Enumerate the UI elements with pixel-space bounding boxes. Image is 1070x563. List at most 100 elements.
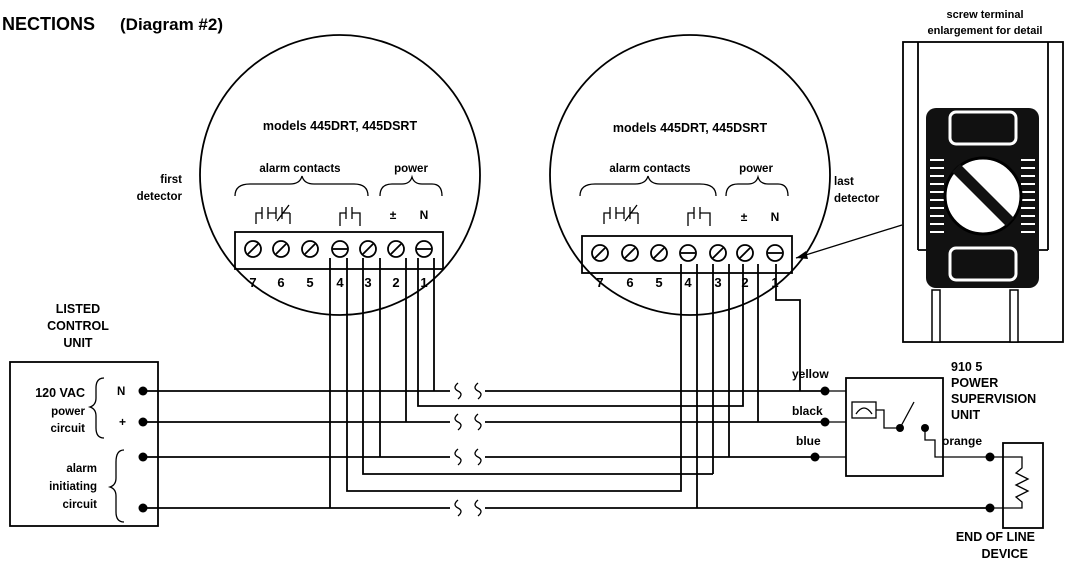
first-terminal-number-6: 6 bbox=[277, 275, 284, 290]
last-terminal-slot-2 bbox=[739, 247, 751, 259]
last-detector-label-line2: detector bbox=[834, 193, 880, 205]
last-terminal-slot-5 bbox=[653, 247, 665, 259]
first-contact-symbol-b bbox=[339, 207, 361, 226]
power-circuit-label-2: power bbox=[51, 406, 85, 418]
enlargement-wire-right bbox=[1009, 289, 1019, 343]
first-terminal-block bbox=[234, 231, 444, 270]
relay-coil-curve bbox=[855, 407, 873, 415]
first-terminal-number-4: 4 bbox=[336, 275, 344, 290]
last-contact-symbol-a bbox=[603, 204, 639, 224]
first-contact-symbol-a bbox=[255, 204, 291, 224]
last-detector-models: models 445DRT, 445DSRT bbox=[613, 121, 768, 135]
last-detector-outline bbox=[549, 34, 831, 316]
first-plus-minus: ± bbox=[390, 208, 397, 222]
end-of-line-label-2: DEVICE bbox=[981, 547, 1028, 561]
diagram-number: (Diagram #2) bbox=[120, 15, 223, 34]
last-power-label: power bbox=[739, 163, 773, 175]
wire-label-black: black bbox=[792, 404, 823, 418]
last-terminal-screws bbox=[591, 244, 784, 262]
control-unit-title-line2: CONTROL bbox=[47, 319, 109, 333]
first-terminal-slot-6 bbox=[275, 243, 287, 255]
last-t2-drop-outer bbox=[485, 264, 744, 407]
first-terminal-number-3: 3 bbox=[364, 275, 371, 290]
first-power-brace bbox=[379, 174, 443, 197]
first-terminal-numbers: 7 6 5 4 3 2 1 bbox=[249, 275, 427, 290]
first-detector-outline bbox=[199, 34, 481, 316]
last-plus-minus: ± bbox=[741, 210, 748, 224]
alarm-circuit-brace bbox=[107, 449, 125, 523]
last-terminal-number-2: 2 bbox=[741, 275, 748, 290]
last-t4-drop-outer bbox=[485, 264, 682, 492]
supervision-input-leads bbox=[815, 390, 846, 458]
first-terminal-screws bbox=[244, 240, 433, 258]
enlargement-pointer-line bbox=[795, 224, 903, 259]
wire-label-orange: orange bbox=[942, 434, 982, 448]
end-of-line-resistor bbox=[990, 456, 1030, 509]
last-terminal-number-3: 3 bbox=[714, 275, 721, 290]
control-unit-title-line1: LISTED bbox=[56, 302, 100, 316]
last-t1-drop bbox=[775, 264, 801, 391]
screw-terminal-caption-line2: enlargement for detail bbox=[928, 25, 1043, 37]
orange-lead bbox=[924, 428, 990, 458]
screw-terminal-caption-line1: screw terminal bbox=[946, 9, 1023, 21]
end-of-line-box bbox=[1002, 442, 1044, 529]
enlargement-upper-clamp bbox=[948, 110, 1018, 146]
last-terminal-number-6: 6 bbox=[626, 275, 633, 290]
enlargement-pointer-arrowhead bbox=[796, 251, 808, 259]
wire-break-marks bbox=[454, 382, 482, 517]
first-t2-drop-inner bbox=[417, 258, 485, 407]
last-terminal-slot-3 bbox=[712, 247, 724, 259]
enlargement-lower-clamp bbox=[948, 246, 1018, 282]
last-alarm-contacts-label: alarm contacts bbox=[609, 163, 690, 175]
screw-terminal-enlargement: screw terminal enlargement for detail bbox=[902, 9, 1064, 343]
alarm-circuit-label-3: circuit bbox=[62, 499, 97, 511]
supervision-title-1: 910 5 bbox=[951, 360, 982, 374]
last-terminal-slot-6 bbox=[624, 247, 636, 259]
power-circuit-label-3: circuit bbox=[50, 423, 85, 435]
first-terminal-slot-5 bbox=[304, 243, 316, 255]
plus-terminal-label: + bbox=[119, 415, 126, 429]
control-unit-title-line3: UNIT bbox=[63, 336, 93, 350]
enlargement-frame bbox=[902, 41, 1064, 343]
last-terminal-number-5: 5 bbox=[655, 275, 662, 290]
first-terminal-number-7: 7 bbox=[249, 275, 256, 290]
last-terminal-slot-7 bbox=[594, 247, 606, 259]
first-t4-drop-inner bbox=[346, 258, 485, 492]
enlargement-serrations bbox=[930, 159, 1035, 233]
first-terminal-slot-3 bbox=[362, 243, 374, 255]
last-terminal-number-1: 1 bbox=[771, 275, 778, 290]
supervision-title-3: SUPERVISION bbox=[951, 392, 1036, 406]
alarm-circuit-label-1: alarm bbox=[66, 463, 97, 475]
enlargement-wire-left bbox=[931, 289, 941, 343]
relay-coil-lead bbox=[876, 409, 898, 429]
last-detector: models 445DRT, 445DSRT alarm contacts po… bbox=[549, 34, 903, 316]
wire-label-blue: blue bbox=[796, 434, 821, 448]
power-supervision-unit: yellow black blue orange 910 5 POWER SUP… bbox=[792, 360, 1036, 513]
supervision-title-2: POWER bbox=[951, 376, 998, 390]
first-detector-label-line1: first bbox=[160, 174, 182, 186]
diagram-heading: NECTIONS bbox=[2, 14, 95, 34]
first-t3-drop-outer bbox=[362, 258, 485, 475]
last-terminal-number-4: 4 bbox=[684, 275, 692, 290]
first-detector-models: models 445DRT, 445DSRT bbox=[263, 119, 418, 133]
control-unit-box bbox=[9, 361, 159, 527]
first-terminal-number-2: 2 bbox=[392, 275, 399, 290]
last-contact-symbol-b bbox=[687, 207, 711, 226]
power-circuit-brace bbox=[87, 377, 105, 439]
first-detector-label-line2: detector bbox=[137, 191, 183, 203]
first-terminal-slot-2 bbox=[390, 243, 402, 255]
first-alarm-contacts-label: alarm contacts bbox=[259, 163, 340, 175]
supervision-unit-box bbox=[845, 377, 944, 477]
last-terminal-block bbox=[581, 235, 793, 274]
supervision-title-4: UNIT bbox=[951, 408, 981, 422]
first-alarm-brace bbox=[234, 175, 369, 197]
neutral-terminal-label: N bbox=[117, 386, 125, 398]
first-detector: models 445DRT, 445DSRT alarm contacts po… bbox=[137, 34, 481, 316]
field-wiring bbox=[143, 258, 990, 517]
relay-coil bbox=[851, 401, 877, 419]
last-detector-label-line1: last bbox=[834, 176, 854, 188]
last-power-brace bbox=[725, 174, 789, 197]
first-terminal-number-5: 5 bbox=[306, 275, 313, 290]
first-terminal-number-1: 1 bbox=[420, 275, 427, 290]
